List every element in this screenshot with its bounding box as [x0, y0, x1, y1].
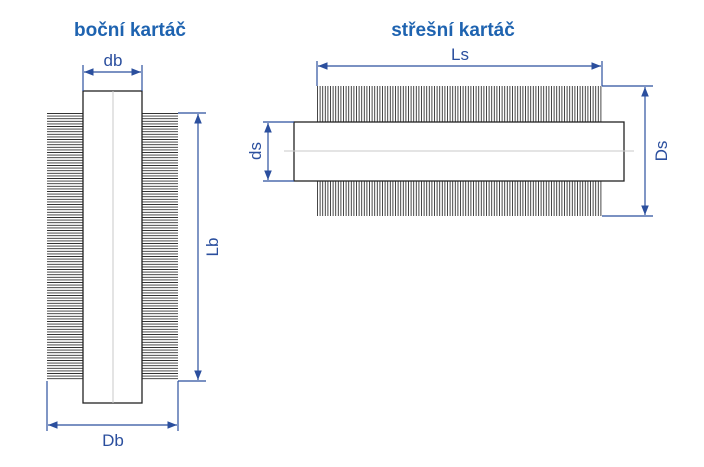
side-brush-title: boční kartáč	[74, 20, 186, 41]
lb-dimension	[178, 112, 206, 382]
ds-outer-label: Ds	[652, 141, 671, 162]
db-label: db	[104, 51, 123, 70]
db-outer-dimension	[46, 381, 179, 431]
lb-label: Lb	[203, 238, 222, 257]
side-brush-bristles	[47, 113, 178, 380]
roof-brush-drawing: střešní kartáč Ls ds Ds	[246, 20, 671, 217]
ds-label: ds	[246, 142, 265, 160]
side-brush-drawing: boční kartáč db Lb Db	[46, 20, 222, 450]
ls-dimension	[316, 61, 603, 86]
ds-outer-dimension	[602, 85, 653, 217]
ds-dimension	[263, 121, 294, 182]
db-outer-label: Db	[102, 431, 124, 450]
roof-brush-title: střešní kartáč	[391, 20, 515, 41]
roof-brush-bristles	[317, 86, 602, 216]
db-dimension	[82, 65, 143, 91]
ls-label: Ls	[451, 45, 469, 64]
